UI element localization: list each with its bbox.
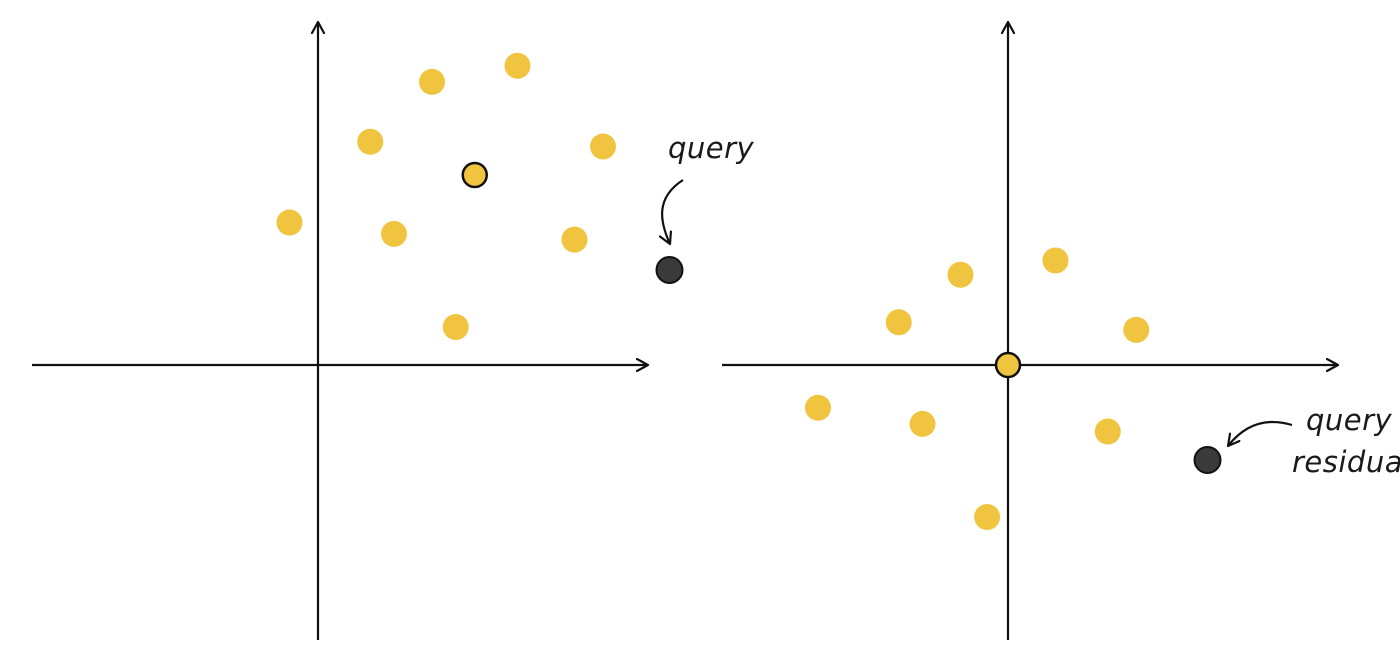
- right-centroid-point: [994, 351, 1022, 379]
- left-data-point: [419, 68, 445, 95]
- left-panel: query: [32, 22, 755, 640]
- right-panel: query residual: [722, 22, 1400, 640]
- left-data-point: [381, 220, 407, 247]
- right-data-point: [947, 261, 974, 288]
- right-query-label-line1: query: [1306, 403, 1393, 437]
- right-data-point: [885, 309, 912, 336]
- right-data-point: [974, 504, 1001, 530]
- right-data-point: [805, 394, 831, 421]
- right-data-point: [1123, 316, 1150, 343]
- right-data-point: [1094, 418, 1121, 445]
- left-data-points: [276, 52, 616, 340]
- left-data-point: [561, 226, 588, 253]
- right-data-points: [805, 247, 1150, 530]
- right-query-arrow: [1228, 420, 1293, 446]
- right-data-point: [1042, 247, 1069, 274]
- left-data-point: [442, 314, 469, 340]
- left-query-point: [655, 256, 684, 284]
- left-query-arrow: [662, 179, 684, 244]
- right-query-label-line2: residual: [1292, 445, 1400, 479]
- right-query-point: [1193, 446, 1222, 474]
- left-data-point: [504, 52, 531, 79]
- left-data-point: [590, 133, 616, 160]
- right-data-point: [909, 410, 936, 437]
- left-data-point: [357, 128, 384, 155]
- left-data-point: [276, 209, 303, 236]
- left-query-label: query: [668, 131, 755, 165]
- left-centroid-point: [461, 161, 488, 189]
